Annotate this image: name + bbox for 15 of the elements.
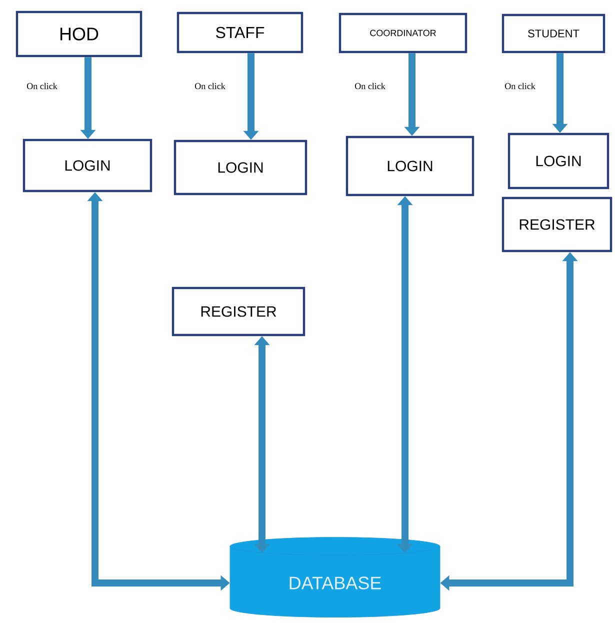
register-box: REGISTER [172, 286, 306, 336]
login-box: LOGIN [508, 132, 610, 190]
role-box: STUDENT [502, 14, 606, 54]
register-box: REGISTER [502, 196, 612, 252]
edge-label: On click [505, 82, 536, 90]
login-box: LOGIN [174, 140, 308, 196]
edge-label: On click [27, 82, 58, 90]
database-cylinder: DATABASE [230, 537, 440, 618]
login-box: LOGIN [346, 136, 474, 196]
edge-label: On click [195, 82, 226, 90]
role-box: COORDINATOR [338, 12, 468, 54]
login-box: LOGIN [22, 138, 152, 192]
edge-label: On click [355, 82, 386, 90]
role-box: HOD [16, 10, 142, 58]
role-box: STAFF [176, 12, 304, 54]
